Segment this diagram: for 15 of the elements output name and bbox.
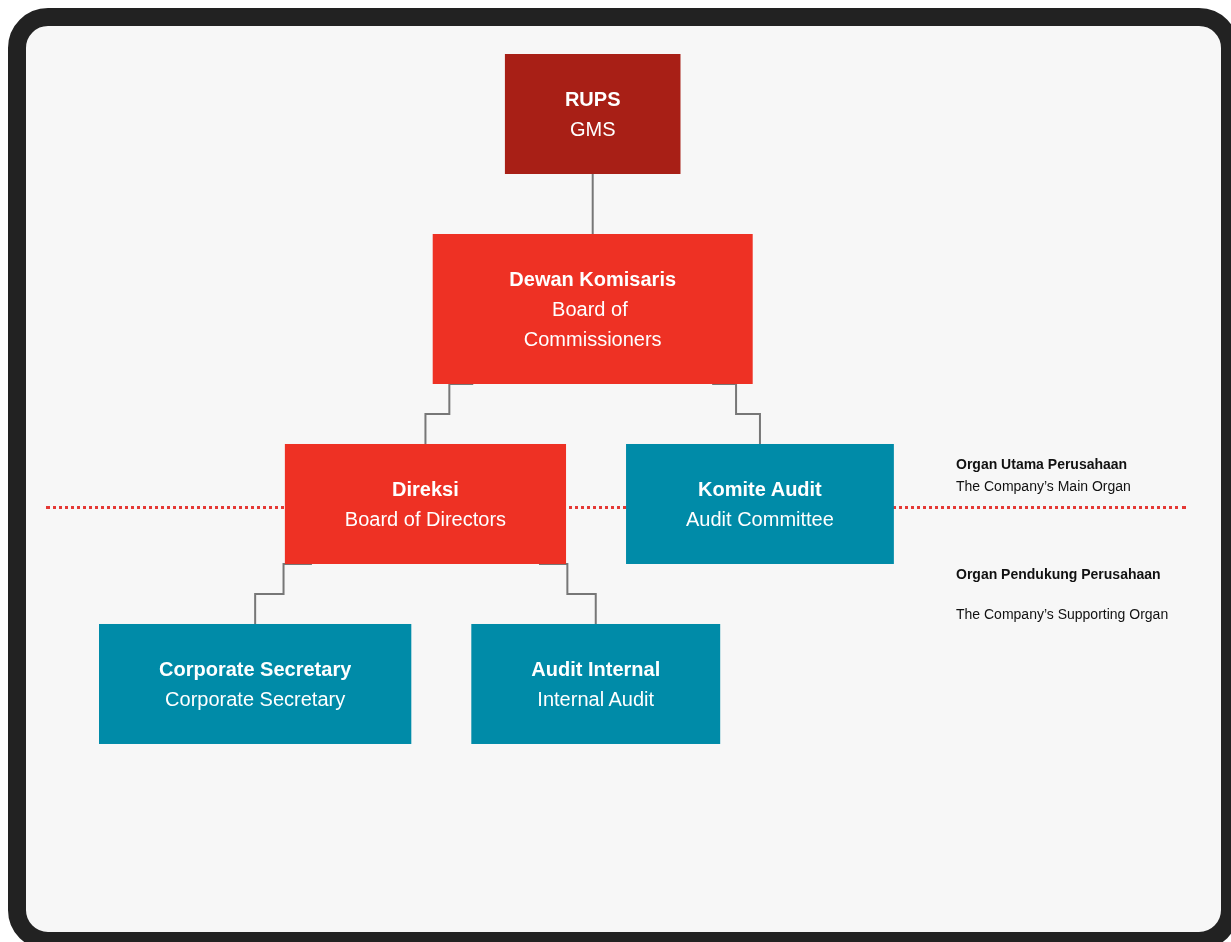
connector	[537, 563, 597, 625]
connector	[253, 563, 313, 625]
node-box: Direksi Board of Directors	[284, 444, 566, 564]
node-box: Dewan Komisaris Board of Commissioners	[432, 234, 753, 384]
section-heading: Organ Pendukung Perusahaan	[956, 566, 1162, 582]
section-subtitle: The Company’s Supporting Organ	[956, 606, 1170, 622]
section-heading: Organ Utama Perusahaan	[956, 456, 1129, 472]
connector	[424, 383, 474, 445]
node-box: Corporate Secretary Corporate Secretary	[98, 624, 411, 744]
node-box: Komite Audit Audit Committee	[625, 444, 894, 564]
connector	[591, 173, 594, 235]
node-box: Audit Internal Internal Audit	[470, 624, 720, 744]
section-subtitle: The Company’s Main Organ	[956, 478, 1132, 494]
connector	[710, 383, 761, 445]
node-box: RUPS GMS	[504, 54, 681, 174]
